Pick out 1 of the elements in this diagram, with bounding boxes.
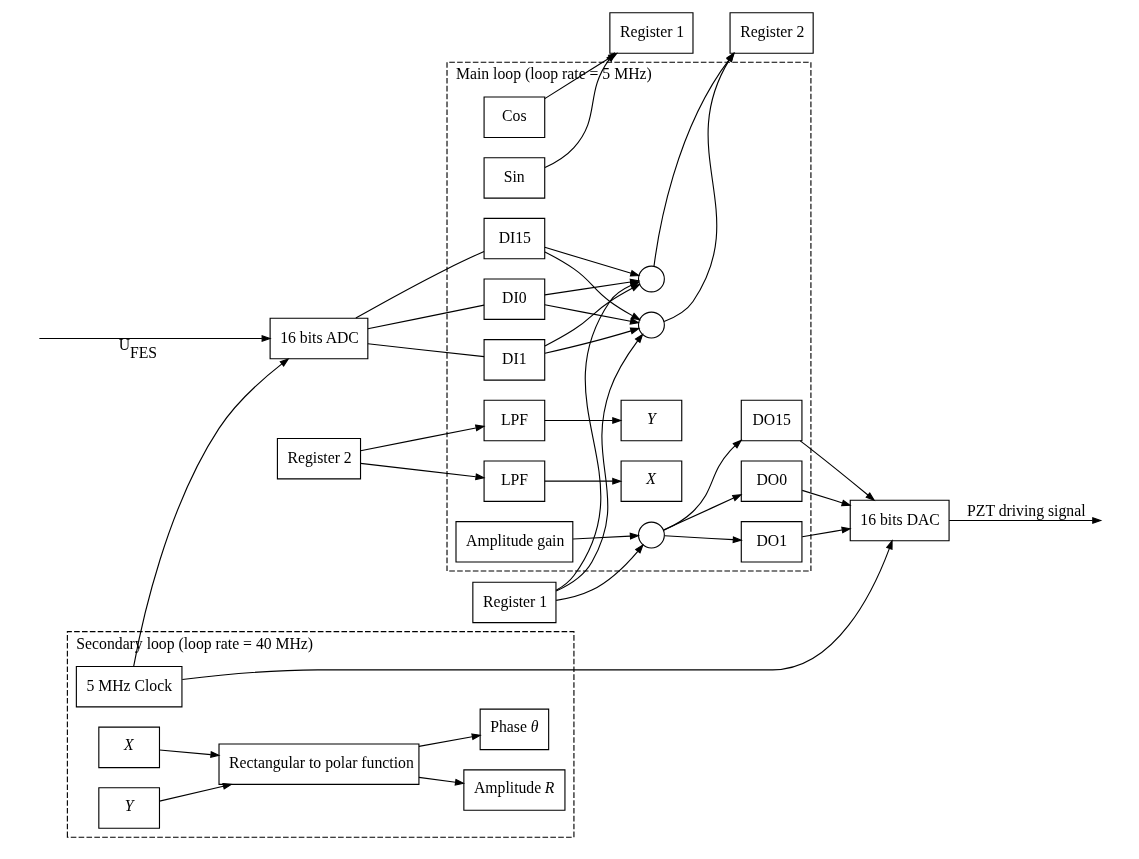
edge-label: PZT driving signal — [966, 502, 1086, 520]
